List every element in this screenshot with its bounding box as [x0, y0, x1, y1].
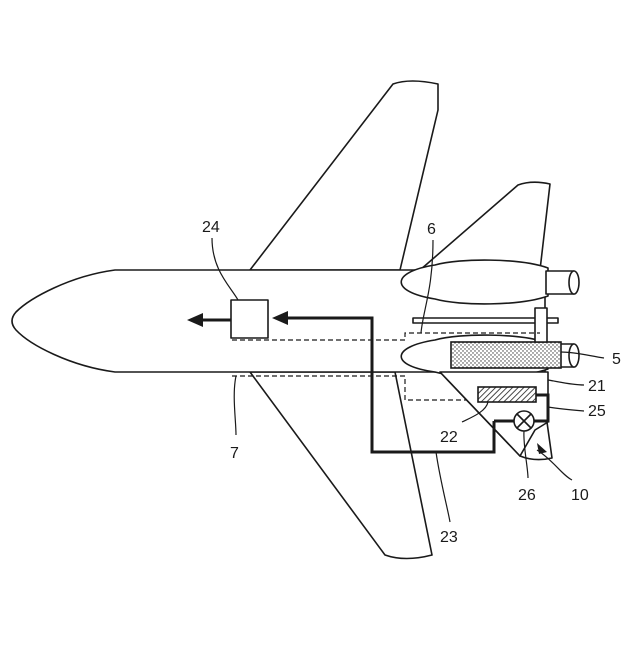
box-24 — [231, 300, 268, 338]
label-26: 26 — [518, 487, 536, 504]
upper-engine-nacelle — [401, 260, 548, 304]
label-7: 7 — [230, 445, 239, 462]
component-22-block — [478, 387, 536, 402]
upper-tail-fin — [420, 182, 550, 270]
label-23: 23 — [440, 529, 458, 546]
label-22: 22 — [440, 429, 458, 446]
lower-nozzle-exit — [569, 344, 579, 367]
upper-main-wing — [250, 81, 438, 270]
label-6: 6 — [427, 221, 436, 238]
leader-7 — [234, 376, 236, 435]
label-24: 24 — [202, 219, 220, 236]
leader-21 — [548, 380, 584, 385]
label-21: 21 — [588, 378, 606, 395]
rail-post — [535, 308, 547, 342]
leader-23 — [436, 452, 450, 522]
component-5-block — [451, 342, 561, 368]
label-5: 5 — [612, 351, 621, 368]
label-25: 25 — [588, 403, 606, 420]
leader-25 — [548, 407, 584, 411]
upper-nozzle-exit — [569, 271, 579, 294]
label-10: 10 — [571, 487, 589, 504]
